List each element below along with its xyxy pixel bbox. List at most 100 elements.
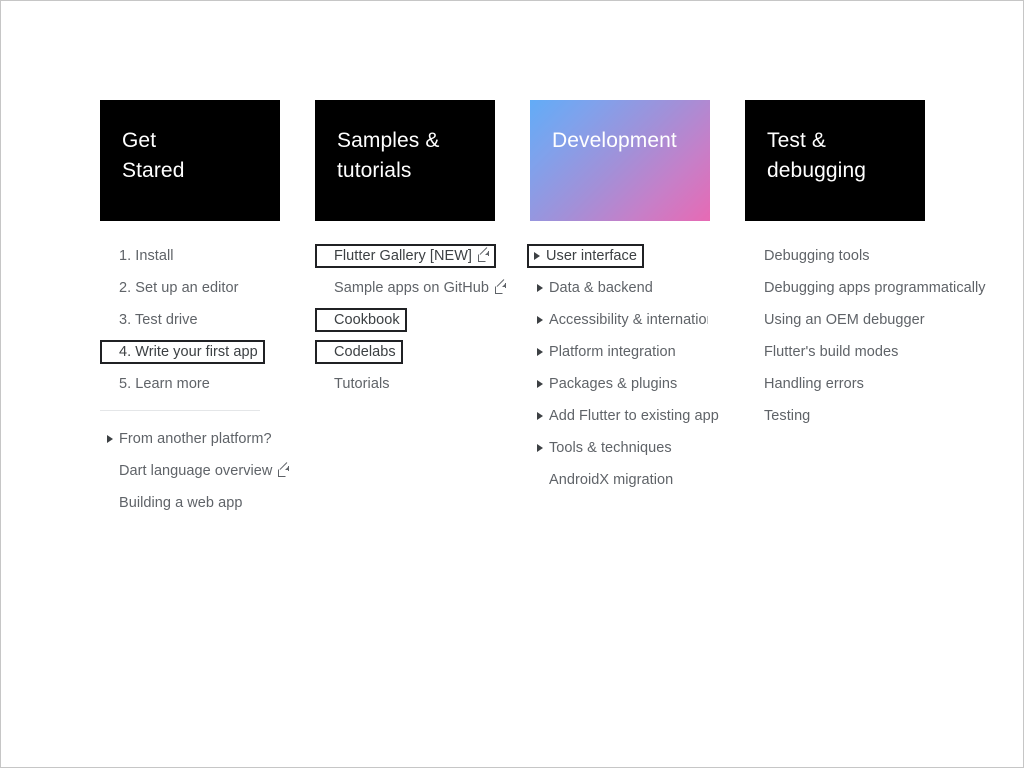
link-target[interactable]: Data & backend xyxy=(530,276,660,300)
link-target[interactable]: User interface xyxy=(527,244,644,268)
doc-sections-grid: Get Stared 1. Install 2. Set up an editor 3… xyxy=(100,100,986,523)
list-item[interactable]: Packages & plugins xyxy=(530,372,710,396)
triangle-glyph xyxy=(537,380,543,388)
list-item[interactable]: 3. Test drive xyxy=(100,308,280,332)
link-target[interactable]: 3. Test drive xyxy=(100,308,205,332)
list-item[interactable]: Debugging tools xyxy=(745,244,925,268)
list-item[interactable]: Tutorials xyxy=(315,372,495,396)
link-target[interactable]: Debugging tools xyxy=(745,244,877,268)
triangle-glyph xyxy=(537,444,543,452)
link-label: Cookbook xyxy=(334,312,400,328)
list-item[interactable]: Platform integration xyxy=(530,340,710,364)
link-label: Codelabs xyxy=(334,344,396,360)
link-target[interactable]: Using an OEM debugger xyxy=(745,308,932,332)
list-item[interactable]: Tools & techniques xyxy=(530,436,710,460)
list-item[interactable]: 2. Set up an editor xyxy=(100,276,280,300)
section-card-development[interactable]: Development xyxy=(530,100,710,221)
link-target[interactable]: 4. Write your first app xyxy=(100,340,265,364)
list-item[interactable]: Handling errors xyxy=(745,372,925,396)
link-target[interactable]: From another platform? xyxy=(100,427,279,451)
bullet-spacer xyxy=(320,372,334,396)
list-item[interactable]: Dart language overview xyxy=(100,459,290,483)
link-target[interactable]: AndroidX migration xyxy=(530,468,680,492)
link-label: 5. Learn more xyxy=(119,376,210,392)
link-label: Data & backend xyxy=(549,280,653,296)
link-target[interactable]: Debugging apps programmatically xyxy=(745,276,993,300)
list-item[interactable]: 4. Write your first app xyxy=(100,340,280,364)
link-list: 1. Install 2. Set up an editor 3. Test dri… xyxy=(100,244,280,396)
doc-section-get-started: Get Stared 1. Install 2. Set up an editor 3… xyxy=(100,100,290,523)
bullet-spacer xyxy=(105,340,119,364)
list-item[interactable]: Data & backend xyxy=(530,276,710,300)
list-item[interactable]: User interface xyxy=(527,244,710,268)
link-target[interactable]: Packages & plugins xyxy=(530,372,684,396)
section-card-title: Development xyxy=(552,129,677,152)
link-target[interactable]: Handling errors xyxy=(745,372,871,396)
triangle-glyph xyxy=(537,284,543,292)
bullet-spacer xyxy=(750,372,764,396)
bullet-spacer xyxy=(750,244,764,268)
list-item[interactable]: AndroidX migration xyxy=(530,468,710,492)
list-item[interactable]: Flutter Gallery [NEW] xyxy=(315,244,497,268)
link-target[interactable]: Codelabs xyxy=(315,340,403,364)
link-target[interactable]: Platform integration xyxy=(530,340,683,364)
link-target[interactable]: Tools & techniques xyxy=(530,436,679,460)
triangle-glyph xyxy=(107,435,113,443)
list-item[interactable]: 1. Install xyxy=(100,244,280,268)
list-item[interactable]: Cookbook xyxy=(315,308,495,332)
link-target[interactable]: Dart language overview xyxy=(100,459,296,483)
list-item[interactable]: From another platform? xyxy=(100,427,280,451)
list-item[interactable]: Flutter's build modes xyxy=(745,340,925,364)
link-target[interactable]: Cookbook xyxy=(315,308,407,332)
list-item[interactable]: Sample apps on GitHub xyxy=(315,276,506,300)
bullet-spacer xyxy=(105,244,119,268)
link-label: Testing xyxy=(764,408,811,424)
link-label: 1. Install xyxy=(119,248,174,264)
bullet-spacer xyxy=(320,244,334,268)
section-card-get-started[interactable]: Get Stared xyxy=(100,100,280,221)
link-target[interactable]: Flutter Gallery [NEW] xyxy=(315,244,497,268)
list-item[interactable]: Add Flutter to existing app xyxy=(530,404,719,428)
link-target[interactable]: Building a web app xyxy=(100,491,249,515)
link-label: Platform integration xyxy=(549,344,676,360)
link-target[interactable]: Testing xyxy=(745,404,817,428)
link-target[interactable]: 1. Install xyxy=(100,244,181,268)
link-label: Flutter's build modes xyxy=(764,344,899,360)
link-label: Debugging tools xyxy=(764,248,870,264)
link-target[interactable]: 2. Set up an editor xyxy=(100,276,245,300)
list-item[interactable]: Building a web app xyxy=(100,491,280,515)
list-item[interactable]: Codelabs xyxy=(315,340,495,364)
link-label: Flutter Gallery [NEW] xyxy=(334,248,473,264)
link-target[interactable]: Flutter's build modes xyxy=(745,340,905,364)
link-target[interactable]: Add Flutter to existing app xyxy=(530,404,726,428)
section-card-test-debugging[interactable]: Test & debugging xyxy=(745,100,925,221)
link-label: Dart language overview xyxy=(119,463,273,479)
link-label: 2. Set up an editor xyxy=(119,280,239,296)
bullet-spacer xyxy=(535,468,549,492)
list-item[interactable]: Accessibility & internationalization xyxy=(530,308,710,332)
list-item[interactable]: 5. Learn more xyxy=(100,372,280,396)
link-target[interactable]: Accessibility & internationalization xyxy=(530,308,710,332)
link-label: Sample apps on GitHub xyxy=(334,280,489,296)
section-card-samples-tutorials[interactable]: Samples & tutorials xyxy=(315,100,495,221)
link-label: 4. Write your first app xyxy=(119,344,258,360)
list-divider xyxy=(100,410,260,411)
link-label: User interface xyxy=(546,248,637,264)
link-label: Tutorials xyxy=(334,376,390,392)
link-target[interactable]: 5. Learn more xyxy=(100,372,217,396)
bullet-spacer xyxy=(105,276,119,300)
list-item[interactable]: Testing xyxy=(745,404,925,428)
list-item[interactable]: Using an OEM debugger xyxy=(745,308,925,332)
bullet-spacer xyxy=(320,340,334,364)
triangle-glyph xyxy=(537,316,543,324)
section-card-title: Get Stared xyxy=(122,129,185,182)
link-target[interactable]: Sample apps on GitHub xyxy=(315,276,513,300)
link-target[interactable]: Tutorials xyxy=(315,372,397,396)
link-label: Building a web app xyxy=(119,495,243,511)
expand-triangle-icon xyxy=(535,340,549,364)
list-item[interactable]: Debugging apps programmatically xyxy=(745,276,986,300)
